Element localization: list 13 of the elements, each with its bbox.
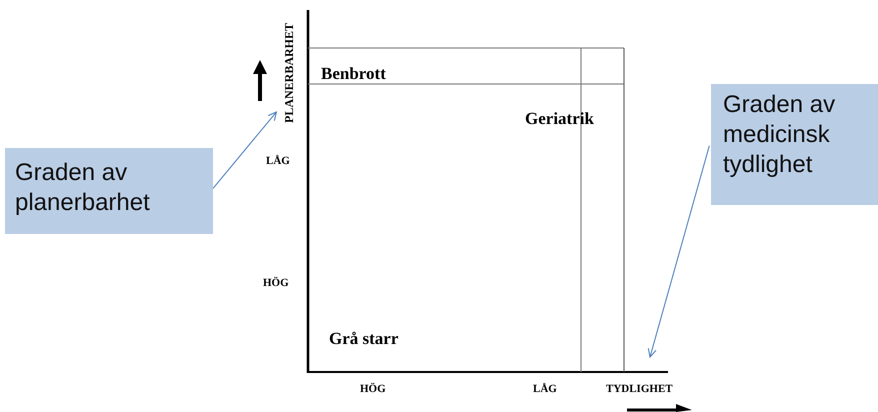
axis-title: PLANERBARHET [283, 23, 295, 123]
callout-box: Graden av planerbarhet [5, 148, 213, 234]
chart-label: TYDLIGHET [606, 382, 673, 397]
chart-label: LÅG [533, 382, 557, 397]
chart-label: Benbrott [321, 63, 386, 85]
leader-arrow [648, 145, 710, 358]
chart-label: HÖG [263, 276, 289, 291]
chart-label: Geriatrik [525, 108, 594, 130]
chart-label: Grå starr [329, 328, 398, 350]
chart-label: HÖG [360, 382, 386, 397]
callout-box: Graden av medicinsk tydlighet [711, 84, 878, 205]
leader-arrow [212, 112, 277, 189]
chart-label: LÅG [266, 154, 290, 169]
